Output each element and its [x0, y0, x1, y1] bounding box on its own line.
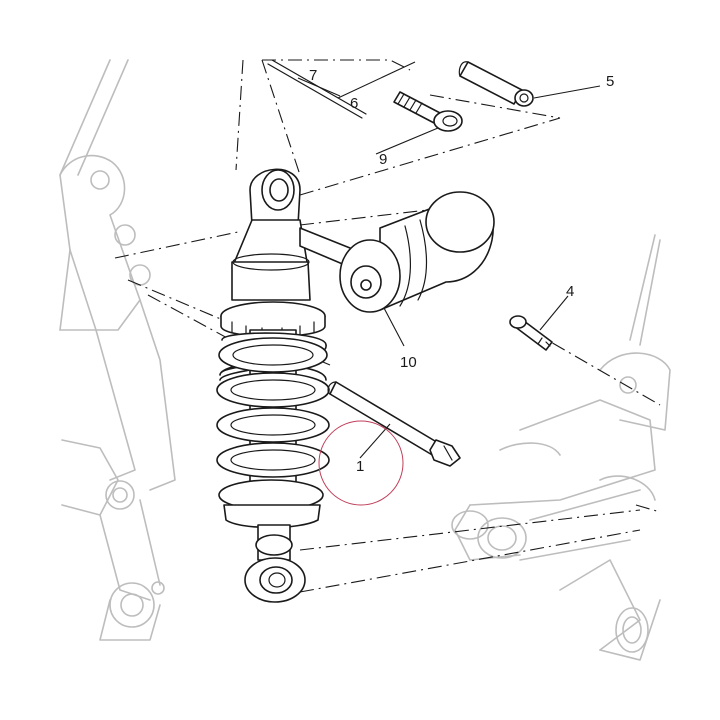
pin-part-5: [458, 61, 534, 107]
leader-lines: [297, 61, 601, 459]
through-bolt-part-1: [327, 381, 461, 467]
bolt-part-9: [393, 91, 463, 132]
callout-10: 10: [400, 354, 417, 371]
reservoir-part-10: [339, 191, 495, 313]
callout-5: 5: [606, 73, 614, 90]
callout-7: 7: [309, 67, 317, 84]
assembly-centerlines: [114, 59, 661, 593]
shock-absorber: [216, 168, 361, 603]
callout-6: 6: [350, 95, 358, 112]
callout-4: 4: [566, 283, 574, 300]
highlight-circle: [318, 420, 404, 506]
frame-left-outline: [59, 59, 176, 641]
bolt-part-4: [509, 315, 553, 351]
swingarm-outline: [451, 234, 671, 661]
callout-1: 1: [356, 458, 364, 475]
callout-9: 9: [379, 151, 387, 168]
